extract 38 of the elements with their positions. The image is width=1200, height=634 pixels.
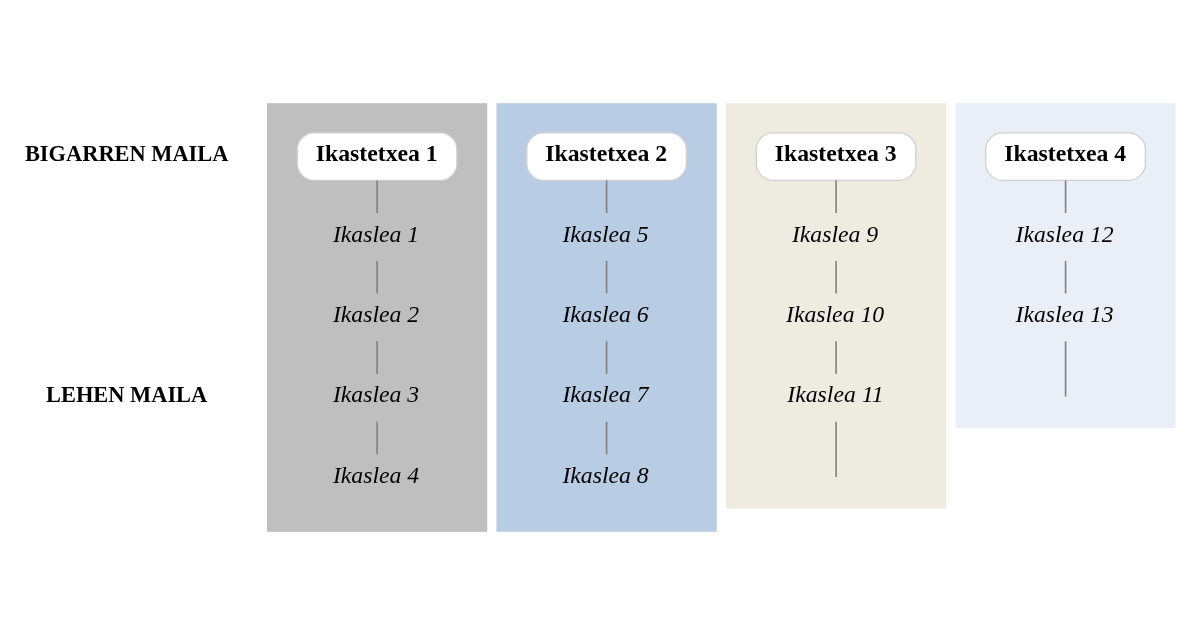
node-box: Ikastetxea 4 [985, 131, 1147, 181]
node-text: Ikaslea 7 [562, 380, 649, 407]
connector [605, 420, 608, 455]
connector [1064, 179, 1067, 214]
connector [605, 340, 608, 375]
connector [835, 259, 837, 294]
node-text: Ikaslea 11 [787, 380, 884, 407]
connector [1064, 340, 1067, 397]
node-text: Ikaslea 2 [332, 300, 420, 327]
node-box: Ikastetxea 1 [296, 131, 458, 181]
label: LEHEN MAILA [46, 381, 208, 407]
node-text: Ikaslea 9 [791, 220, 879, 247]
connector [605, 179, 608, 214]
connector [376, 340, 378, 375]
connector [1064, 259, 1067, 294]
connector [835, 179, 837, 214]
cluster [955, 102, 1176, 428]
node-text: Ikaslea 1 [332, 220, 420, 247]
node-text: Ikaslea 3 [332, 380, 420, 407]
node-box: Ikastetxea 2 [526, 131, 688, 181]
cluster [496, 102, 717, 532]
connector [835, 420, 837, 478]
connector [376, 179, 378, 214]
node-text: Ikaslea 13 [1015, 300, 1114, 327]
connector [605, 259, 608, 294]
connector [835, 340, 837, 375]
label: BIGARREN MAILA [24, 140, 229, 166]
node-text: Ikaslea 10 [785, 300, 885, 327]
connector [376, 420, 378, 455]
node-text: Ikaslea 6 [562, 300, 649, 327]
cluster [266, 102, 488, 532]
node-text: Ikaslea 4 [332, 461, 420, 488]
cluster [725, 102, 947, 509]
node-text: Ikaslea 8 [562, 461, 649, 488]
connector [376, 259, 378, 294]
node-box: Ikastetxea 3 [755, 131, 917, 181]
node-text: Ikaslea 5 [562, 220, 649, 247]
node-text: Ikaslea 12 [1015, 220, 1114, 247]
